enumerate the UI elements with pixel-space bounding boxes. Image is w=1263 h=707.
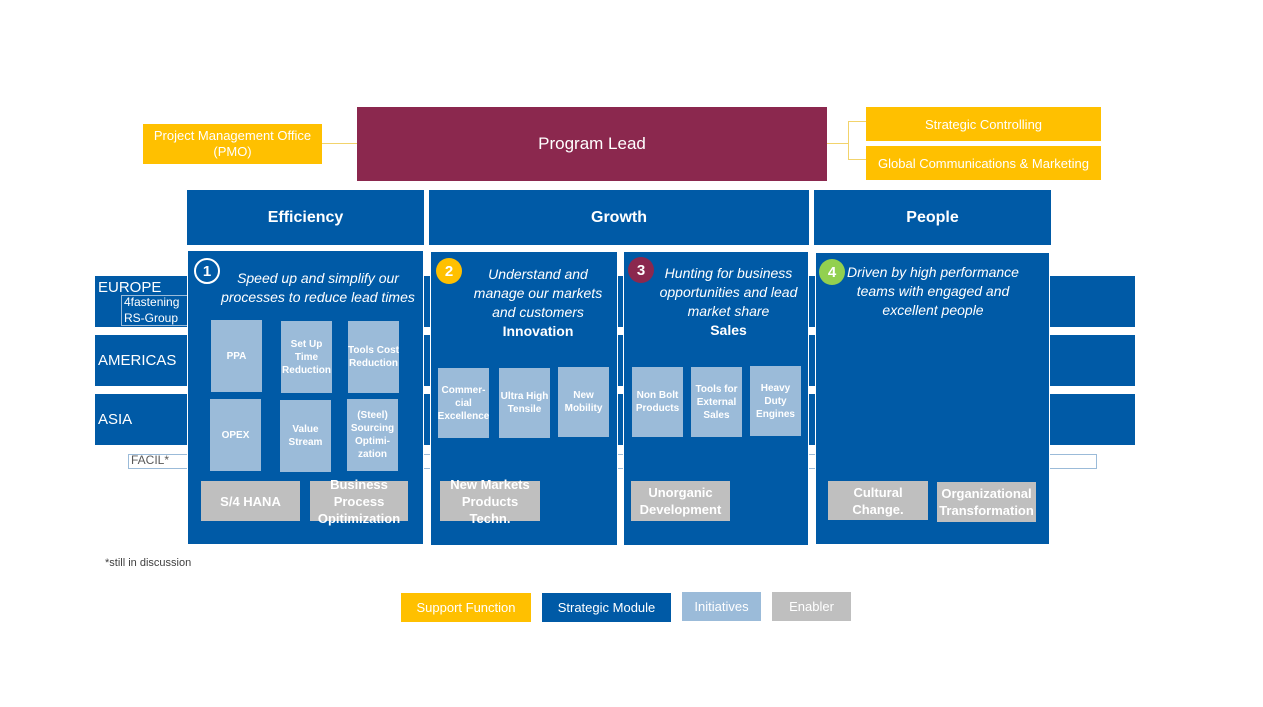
module-innovation: 2 Understand and manage our markets and …	[430, 251, 618, 546]
module-subtitle: Innovation	[502, 323, 574, 339]
module-number-badge: 3	[628, 257, 654, 283]
lead-connector-vertical	[848, 121, 849, 160]
module-tagline: Driven by high performance teams with en…	[847, 264, 1019, 318]
initiative-opex: OPEX	[210, 399, 261, 471]
initiative-steel-sourcing: (Steel) Sourcing Optimi-zation	[347, 399, 398, 471]
legend-support-function: Support Function	[401, 593, 531, 622]
module-tagline: Hunting for business opportunities and l…	[651, 264, 806, 340]
growth-label: Growth	[591, 208, 647, 226]
efficiency-label: Efficiency	[267, 208, 344, 226]
program-lead-label: Program Lead	[538, 134, 646, 153]
controlling-connector	[848, 121, 866, 122]
enabler-new-markets: New Markets Products Techn.	[440, 477, 540, 526]
strategic-controlling-box: Strategic Controlling	[866, 107, 1101, 141]
initiative-commercial-excellence: Commer-cial Excellence	[438, 368, 489, 438]
initiative-value-stream: Value Stream	[280, 400, 331, 472]
people-label: People	[906, 208, 959, 226]
initiative-tools-cost: Tools Cost Reduction	[348, 321, 399, 393]
initiative-ppa: PPA	[211, 320, 262, 392]
enabler-unorganic-development: Unorganic Development	[631, 481, 730, 521]
initiative-non-bolt: Non Bolt Products	[632, 367, 683, 437]
comms-connector	[848, 159, 866, 160]
region-label-facil: FACIL*	[131, 453, 170, 467]
pmo-box: Project Management Office (PMO)	[143, 124, 322, 164]
global-comms-label: Global Communications & Marketing	[878, 155, 1089, 171]
initiative-heavy-duty: Heavy Duty Engines	[750, 366, 801, 436]
pmo-label: Project Management Office (PMO)	[153, 128, 312, 159]
region-label-4fastening: 4fastening	[124, 295, 180, 309]
region-label-asia: ASIA	[98, 411, 133, 428]
module-subtitle: Sales	[710, 322, 747, 338]
lead-connector	[827, 143, 848, 144]
module-number-badge: 1	[194, 258, 220, 284]
initiative-ultra-high-tensile: Ultra High Tensile	[499, 368, 550, 438]
region-label-americas: AMERICAS	[98, 352, 177, 369]
module-number-badge: 2	[436, 258, 462, 284]
column-header-growth: Growth	[429, 190, 809, 245]
legend-initiatives: Initiatives	[682, 592, 761, 621]
column-header-people: People	[814, 190, 1051, 245]
column-header-efficiency: Efficiency	[187, 190, 424, 245]
module-tagline: Understand and manage our markets and cu…	[463, 265, 613, 341]
pmo-connector	[322, 143, 357, 144]
strategic-controlling-label: Strategic Controlling	[924, 116, 1043, 132]
enabler-s4-hana: S/4 HANA	[201, 481, 300, 521]
initiative-setup-time: Set Up Time Reduction	[281, 321, 332, 393]
region-label-europe: EUROPE	[98, 279, 162, 296]
enabler-business-process: Business Process Opitimization	[310, 477, 408, 526]
module-efficiency: 1 Speed up and simplify our processes to…	[187, 250, 424, 545]
region-label-rs-group: RS-Group	[124, 311, 179, 325]
initiative-tools-external-sales: Tools for External Sales	[691, 367, 742, 437]
europe-subgroup	[121, 295, 187, 326]
legend-enabler: Enabler	[772, 592, 851, 621]
program-lead-box: Program Lead	[357, 107, 827, 181]
footnote: *still in discussion	[105, 557, 192, 569]
global-comms-box: Global Communications & Marketing	[866, 146, 1101, 180]
enabler-cultural-change: Cultural Change.	[828, 481, 928, 520]
module-sales: 3 Hunting for business opportunities and…	[623, 251, 809, 546]
initiative-new-mobility: New Mobility	[558, 367, 609, 437]
module-number-badge: 4	[819, 259, 845, 285]
module-tagline: Speed up and simplify our processes to r…	[221, 270, 415, 305]
module-people: 4 Driven by high performance teams with …	[815, 252, 1050, 545]
legend-strategic-module: Strategic Module	[542, 593, 671, 622]
enabler-org-transformation: Organizational Transformation	[937, 482, 1036, 522]
